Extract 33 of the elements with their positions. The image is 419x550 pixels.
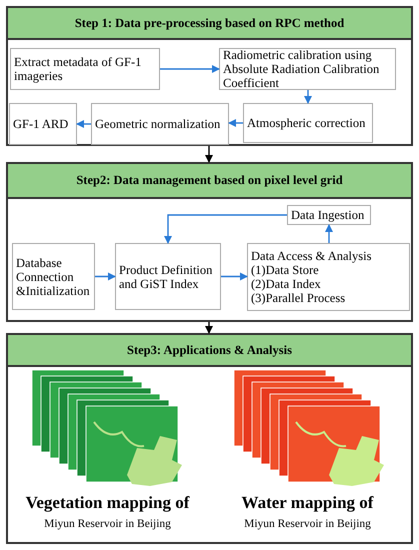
box-text: (3)Parallel Process	[251, 291, 346, 305]
process-box: Extract metadata of GF-1 imageries	[10, 48, 160, 90]
process-box: Data Ingestion	[287, 205, 371, 225]
arrow	[76, 120, 91, 128]
arrow	[205, 146, 213, 163]
step-heading: Step2: Data management based on pixel level grid	[8, 164, 411, 199]
map-title: Water mapping of	[240, 493, 375, 513]
arrow	[205, 322, 213, 334]
arrow	[304, 90, 312, 104]
process-box	[247, 243, 410, 311]
step-heading: Step3: Applications & Analysis	[8, 335, 411, 367]
arrow	[160, 65, 220, 73]
step-panel	[6, 162, 413, 322]
step-heading: Step 1: Data pre-processing based on RPC method	[8, 8, 411, 40]
box-text: (1)Data Store	[251, 263, 319, 277]
process-box: Radiometric calibration using Absolute Radiation Calibration Coefficient	[219, 48, 396, 90]
arrow	[325, 224, 333, 243]
process-box: Product Definition and GiST Index	[115, 243, 221, 310]
arrow	[221, 272, 248, 280]
box-text: (2)Data Index	[251, 277, 321, 291]
process-box: Geometric normalization	[91, 103, 229, 145]
process-box: Atmospheric correction	[243, 103, 373, 143]
step-panel	[6, 333, 413, 544]
process-box: GF-1 ARD	[9, 103, 77, 145]
step-panel	[6, 6, 413, 146]
box-text: Data Access & Analysis	[251, 249, 372, 263]
arrow	[95, 272, 116, 280]
map-subtitle: Miyun Reservoir in Beijing	[243, 518, 372, 530]
map-subtitle: Miyun Reservoir in Beijing	[43, 518, 172, 530]
process-box: Database Connection &Initialization	[12, 243, 95, 310]
map-title: Vegetation mapping of	[24, 493, 191, 513]
arrow	[228, 119, 243, 127]
arrow	[164, 214, 287, 244]
